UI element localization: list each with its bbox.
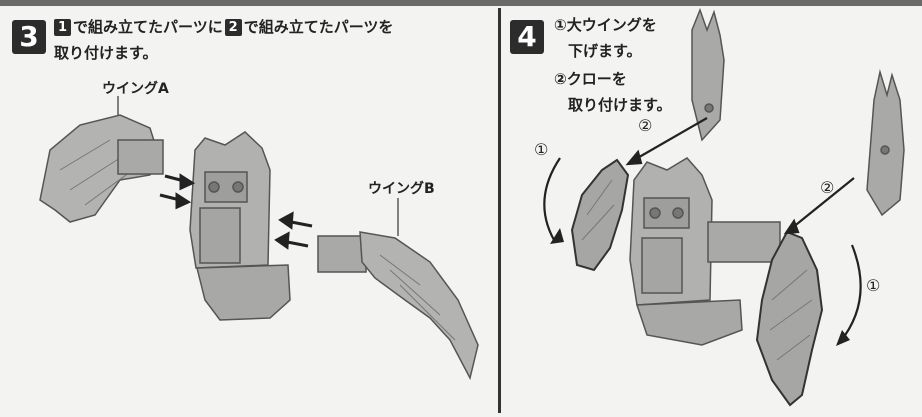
step-3-illustration <box>39 96 479 381</box>
panel-divider <box>498 8 501 413</box>
wing-right-lowered <box>755 230 824 407</box>
wing-b <box>317 231 479 381</box>
step-4-number: 4 <box>510 20 544 54</box>
rotate-arrows <box>543 157 862 343</box>
label-wing-b: ウイングB <box>368 181 435 197</box>
marker-2-upper: ② <box>638 116 653 135</box>
claw-arrows <box>625 117 855 235</box>
body-block-step4 <box>629 157 781 346</box>
label-wing-a: ウイングA <box>102 81 169 97</box>
body-block <box>189 131 291 321</box>
part-ref-2: 2 <box>224 19 242 36</box>
top-band <box>0 0 922 6</box>
rotate-arrowheads <box>550 228 850 346</box>
step-4-illustration <box>543 7 905 407</box>
step-3-number: 3 <box>12 20 46 54</box>
wing-a <box>39 114 164 223</box>
marker-1-left: ① <box>534 140 549 159</box>
wing-left-lowered <box>570 158 630 272</box>
part-ref-1: 1 <box>54 19 71 36</box>
step-4-line3: ②クローを <box>554 70 627 88</box>
step-4-line2: 下げます。 <box>568 42 642 60</box>
attach-arrows <box>159 173 313 250</box>
marker-2-right: ② <box>820 178 835 197</box>
claw-upper <box>691 7 725 142</box>
step-3-instruction-line2: 取り付けます。 <box>54 44 158 62</box>
claw-right <box>866 69 905 217</box>
step-3-text-a: で組み立てたパーツに <box>73 18 223 36</box>
step-4-line1: ①大ウイングを <box>554 16 657 34</box>
step-4-panel: 4 ①大ウイングを 下げます。 ②クローを 取り付けます。 ② ① ② ① <box>502 0 922 417</box>
step-3-text-b: で組み立てたパーツを <box>243 18 394 36</box>
step-4-line4: 取り付けます。 <box>568 96 672 114</box>
marker-1-right: ① <box>866 276 881 295</box>
